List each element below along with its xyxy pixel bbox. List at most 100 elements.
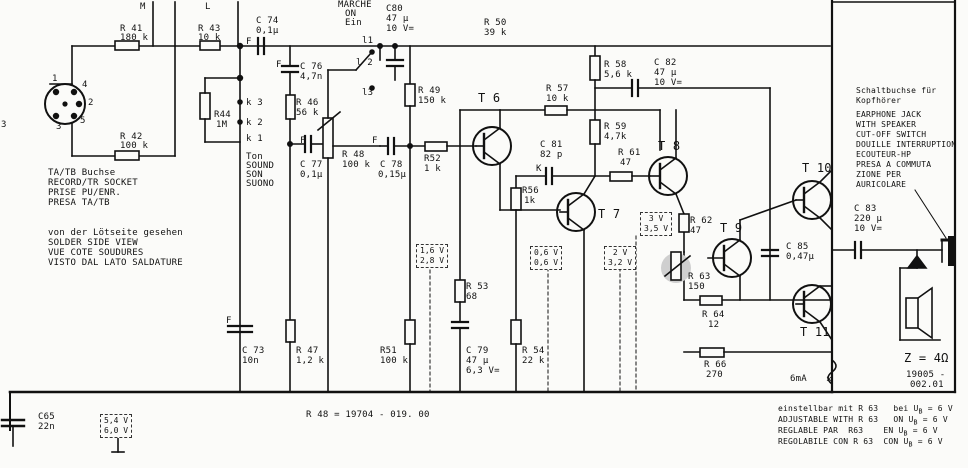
solder-text-en: SOLDER SIDE VIEW xyxy=(48,238,138,248)
headphone-text-4: CUT-OFF SWITCH xyxy=(856,130,927,139)
r56-name: R56 xyxy=(522,186,539,196)
label-k3: k 3 xyxy=(246,98,263,108)
speaker-impedance: Z = 4Ω xyxy=(904,351,949,365)
drawing-number-1: 19005 - xyxy=(906,370,946,380)
switch-label-on: ON xyxy=(345,9,357,19)
din-pin-2: 2 xyxy=(88,98,94,108)
r66-value: 270 xyxy=(706,370,723,380)
socket-text-en: RECORD/TR SOCKET xyxy=(48,178,138,188)
r56-value: 1k xyxy=(524,196,536,206)
c85-value: 0,47µ xyxy=(786,252,815,262)
footnote-it-on: CON xyxy=(883,437,899,446)
r64-value: 12 xyxy=(708,320,720,330)
voltage-box-r54: 0,6 V 0,6 V xyxy=(530,246,563,270)
r53-value: 68 xyxy=(466,292,478,302)
c80-voltage: 10 V= xyxy=(386,24,415,34)
c74-name: C 74 xyxy=(256,16,279,26)
r58-value: 5,6 k xyxy=(604,70,633,80)
r48-note: R 48 = 19704 - 019. 00 xyxy=(306,410,430,420)
socket-text-fr: PRISE PU/ENR. xyxy=(48,188,122,198)
c78-value: 0,15µ xyxy=(378,170,407,180)
t11-label: T 11 xyxy=(800,325,830,339)
c76-name: C 76 xyxy=(300,62,323,72)
r57-value: 10 k xyxy=(546,94,569,104)
r53-name: R 53 xyxy=(466,282,489,292)
label-l2: l 2 xyxy=(356,58,373,68)
voltage-t7-top: 2 V xyxy=(612,248,628,257)
switch-label-ein: Ein xyxy=(345,18,362,28)
r66-name: R 66 xyxy=(704,360,727,370)
voltage-t8-bottom: 3,5 V xyxy=(644,224,669,233)
socket-text-it: PRESA TA/TB xyxy=(48,198,110,208)
switch-label-m: M xyxy=(140,2,146,12)
r42-name: R 42 xyxy=(120,132,143,142)
footnote-en: ADJUSTABLE WITH R 63 ON UB = 6 V xyxy=(778,415,948,428)
c65-value: 22n xyxy=(38,422,55,432)
voltage-box-c65: 5,4 V 6,0 V xyxy=(100,414,133,438)
t8-label: T 8 xyxy=(658,139,681,153)
r49-name: R 49 xyxy=(418,86,441,96)
r59-name: R 59 xyxy=(604,122,627,132)
c82-name: C 82 xyxy=(654,58,677,68)
r48-name: R 48 xyxy=(342,150,365,160)
r50-name: R 50 xyxy=(484,18,507,28)
r43-name: R 43 xyxy=(198,24,221,34)
label-k: K xyxy=(536,164,542,174)
voltage-t7-bottom: 3,2 V xyxy=(608,258,633,267)
c82-value: 47 µ xyxy=(654,68,677,78)
voltage-t8-top: 3 V xyxy=(648,214,664,223)
solder-text-it: VISTO DAL LATO SALDATURE xyxy=(48,258,183,268)
c73-name: C 73 xyxy=(242,346,265,356)
c81-name: C 81 xyxy=(540,140,563,150)
c80-name: C80 xyxy=(386,4,403,14)
footnote-de-b: B xyxy=(918,407,923,416)
footnote-de-on: bei xyxy=(893,404,909,413)
footnote-it-text: REGOLABILE CON R 63 xyxy=(778,437,874,446)
r52-name: R52 xyxy=(424,154,441,164)
label-f2: F xyxy=(276,60,282,70)
r61-name: R 61 xyxy=(618,148,641,158)
c80-value: 47 µ xyxy=(386,14,409,24)
footnote-fr-text: REGLABLE PAR R63 xyxy=(778,426,864,435)
solder-text-fr: VUE COTE SOUDURES xyxy=(48,248,144,258)
r44-value: 1M xyxy=(216,120,228,130)
c85-name: C 85 xyxy=(786,242,809,252)
c79-name: C 79 xyxy=(466,346,489,356)
r49-value: 150 k xyxy=(418,96,447,106)
headphone-text-9: AURICOLARE xyxy=(856,180,907,189)
c74-value: 0,1µ xyxy=(256,26,279,36)
label-suono: SUONO xyxy=(246,179,275,189)
r51-name: R51 xyxy=(380,346,397,356)
c65-name: C65 xyxy=(38,412,55,422)
voltage-box-t8: 3 V 3,5 V xyxy=(640,212,673,236)
c77-value: 0,1µ xyxy=(300,170,323,180)
r51-value: 100 k xyxy=(380,356,409,366)
footnote-en-u: U xyxy=(908,415,914,424)
r47-name: R 47 xyxy=(296,346,319,356)
c79-value: 47 µ xyxy=(466,356,489,366)
footnote-it-v: = 6 V xyxy=(917,437,943,446)
footnote-en-on: ON xyxy=(893,415,904,424)
c73-value: 10n xyxy=(242,356,259,366)
r62-name: R 62 xyxy=(690,216,713,226)
c82-voltage: 10 V= xyxy=(654,78,683,88)
footnote-fr-on: EN xyxy=(883,426,894,435)
c77-name: C 77 xyxy=(300,160,323,170)
r63-value: 150 xyxy=(688,282,705,292)
headphone-text-6: ECOUTEUR-HP xyxy=(856,150,912,159)
r47-value: 1,2 k xyxy=(296,356,325,366)
voltage-box-r53: 1,6 V 2,8 V xyxy=(416,244,449,268)
label-f3: F xyxy=(300,136,306,146)
headphone-text-2: EARPHONE JACK xyxy=(856,110,922,119)
c76-value: 4,7n xyxy=(300,72,323,82)
headphone-text-8: ZIONE PER xyxy=(856,170,902,179)
din-pin-5: 5 xyxy=(80,116,86,126)
voltage-box-t7: 2 V 3,2 V xyxy=(604,246,637,270)
label-son: SON xyxy=(246,170,263,180)
footnote-de: einstellbar mit R 63 bei UB = 6 V xyxy=(778,404,953,417)
label-f4: F xyxy=(372,136,378,146)
label-k1: k 1 xyxy=(246,134,263,144)
r46-name: R 46 xyxy=(296,98,319,108)
r43-value: 10 k xyxy=(198,33,221,43)
